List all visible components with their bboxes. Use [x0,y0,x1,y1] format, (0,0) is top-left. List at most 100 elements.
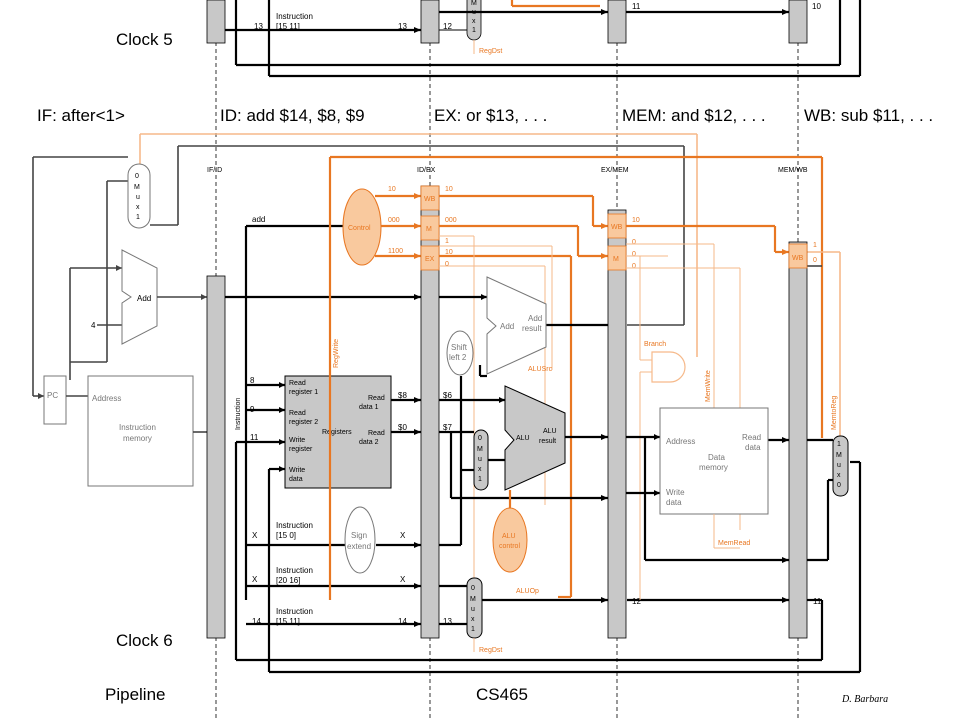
idex-m-label: M [426,226,432,233]
r9-label: 9 [250,405,255,414]
stage-mem-label: MEM: and $12, . . . [622,106,766,125]
idex-wb-field [420,185,440,211]
pc-adder [121,249,158,345]
id-stage-wires [225,224,862,674]
imem-address-label: Address [92,394,121,403]
footer-author: D. Barbara [841,694,888,705]
memwb-label: MEM/WB [778,167,808,174]
idex-label: ID/EX [417,167,436,174]
exmem-register-top [607,0,627,44]
stage-if-label: IF: after<1> [37,106,125,125]
ifid-label: IF/ID [207,167,222,174]
exmem-m-label: M [613,256,619,263]
pc-register [43,375,67,425]
instr-15-0-label: Instruction[15 0] [276,521,313,540]
memread-label: MemRead [718,540,750,547]
pc-adder-label: Add [137,294,151,303]
x1-label: X [252,531,258,540]
branch-label: Branch [644,341,666,348]
mem-stage-wires [626,224,841,600]
constant-four: 4 [91,321,96,330]
memtoreg-label: MemtoReg [831,396,838,430]
exmem-label: EX/MEM [601,167,629,174]
footer-pipeline: Pipeline [105,685,166,704]
if-mux [127,163,151,229]
exmem-m0a: 0 [632,239,636,246]
top-n13a: 13 [254,22,263,31]
instruction-vertical-label: Instruction [235,398,242,430]
data-memory [659,407,769,515]
n11-label: 11 [813,597,822,606]
ifid-register-top [206,0,226,44]
alu-src-mux [473,429,489,491]
memwb-register [788,241,808,639]
memtoreg-mux [832,435,849,497]
top-n10: 10 [812,2,821,11]
top-regdst: RegDst [479,48,502,55]
idex-ex-10-value: 10 [445,249,453,256]
idex-ex-0-value: 0 [445,261,449,268]
d0-label: $0 [398,423,407,432]
x4-label: X [400,575,406,584]
memwrite-label: MemWrite [705,370,712,402]
n13a-label: 13 [443,617,452,626]
add-instr-label: add [252,215,265,224]
memwb-wb-field [788,243,808,269]
n14a-label: 14 [252,617,261,626]
footer-course: CS465 [476,685,528,704]
idex-ex-label: EX [425,256,435,263]
idex-wb-value: 10 [445,186,453,193]
registers-label: Registers [322,429,352,436]
memwb-wb-label: WB [792,255,804,262]
sign-extend [344,506,376,574]
n12-label: 12 [632,597,641,606]
idex-register-top [420,0,440,44]
branch-adder [486,276,547,375]
clock-5-label: Clock 5 [116,30,173,49]
clock-6-label: Clock 6 [116,631,173,650]
top-n11: 11 [632,2,641,11]
dmem-address-label: Address [666,437,695,446]
instr-15-11-label: Instruction[15 11] [276,607,313,626]
stage-wb-label: WB: sub $11, . . . [804,106,933,125]
instr-20-16-label: Instruction[20 16] [276,566,313,585]
register-file [284,375,392,489]
control-label: Control [348,225,371,232]
r11-label: 11 [250,433,259,442]
pc-label: PC [47,391,58,400]
idex-ex-1-value: 1 [445,238,449,245]
top-n13b: 13 [398,22,407,31]
branch-feedback-lines [32,133,698,399]
memwb-1: 1 [813,242,817,249]
ctrl-wb-in: 10 [388,186,396,193]
stage-id-label: ID: add $14, $8, $9 [220,106,365,125]
exmem-register [607,209,627,639]
x2-label: X [400,531,406,540]
stage-ex-label: EX: or $13, . . . [434,106,547,125]
top-n12: 12 [443,22,452,31]
ctrl-m-in: 000 [388,217,400,224]
idex-m-value: 000 [445,217,457,224]
n14b-label: 14 [398,617,407,626]
shift-left-2 [446,330,474,376]
exmem-wb-value: 10 [632,217,640,224]
memwb-0: 0 [813,257,817,264]
exmem-m-field [607,245,627,271]
idex-wb-label: WB [424,196,436,203]
memwb-register-top [788,0,808,44]
